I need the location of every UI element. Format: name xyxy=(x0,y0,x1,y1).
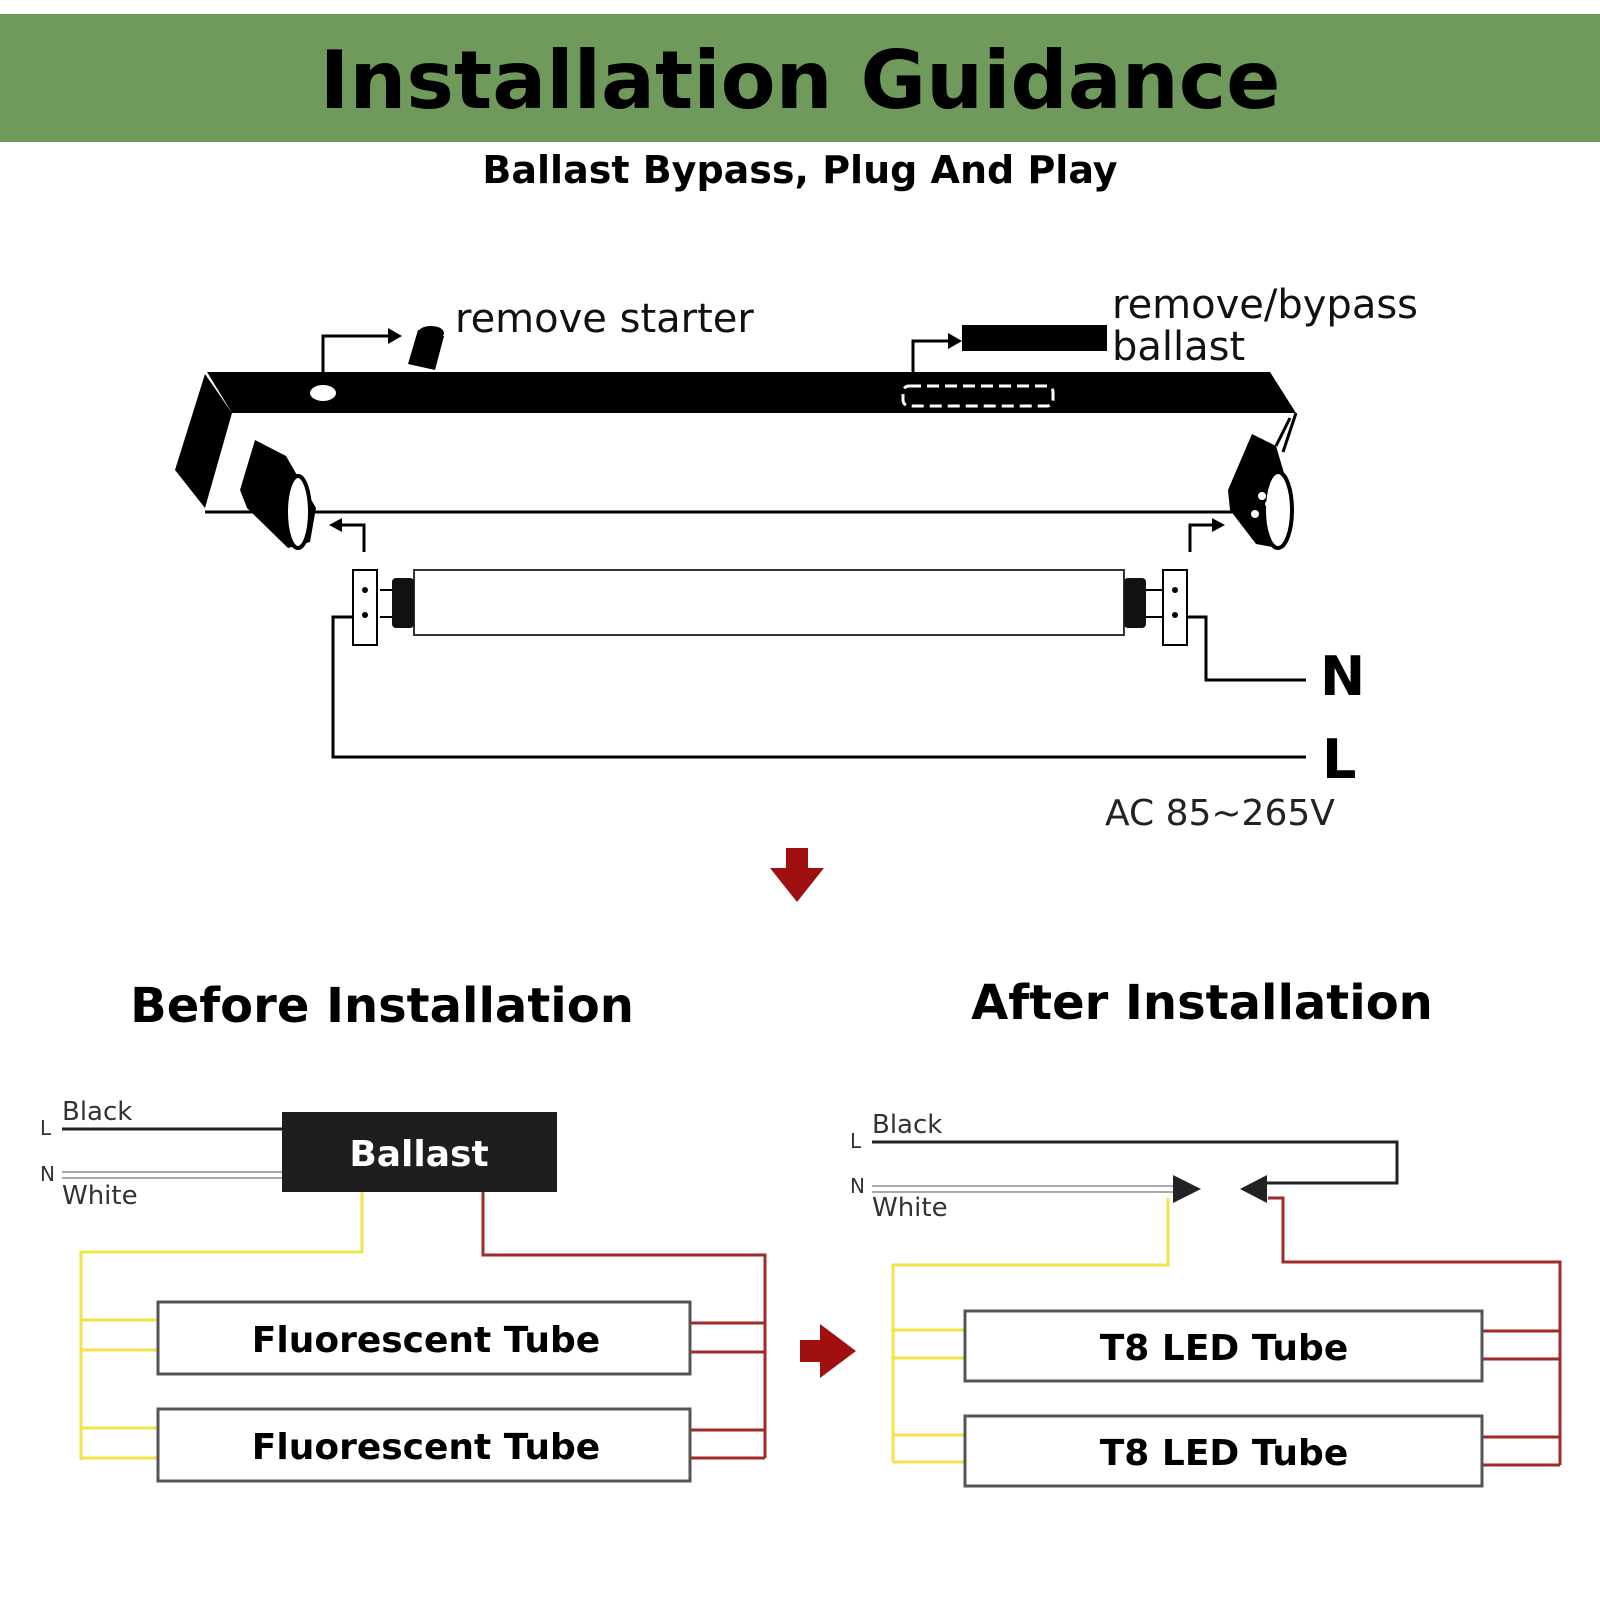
before-heading: Before Installation xyxy=(130,978,634,1034)
neutral-wire xyxy=(1187,615,1306,682)
live-wire xyxy=(331,615,1306,759)
fixture-top-bar xyxy=(207,372,1296,413)
tube-left-cap xyxy=(392,578,414,628)
starter-label: remove starter xyxy=(455,296,754,342)
before-black-label: Black xyxy=(62,1097,132,1127)
before-wiring-diagram: L N Black White Ballast Fluorescent Tube… xyxy=(40,1097,767,1483)
ballast-box xyxy=(282,1112,557,1192)
page-subtitle: Ballast Bypass, Plug And Play xyxy=(482,148,1117,192)
starter-hole xyxy=(308,383,338,403)
tube-right-cap xyxy=(1124,578,1146,628)
neutral-label: N xyxy=(1320,645,1365,708)
fluorescent-tube-1-label: Fluorescent Tube xyxy=(252,1320,600,1361)
led-tube xyxy=(413,569,1125,636)
after-n-label: N xyxy=(850,1174,865,1198)
after-black-wire xyxy=(872,1140,1399,1185)
starter-icon xyxy=(408,326,444,370)
before-n-label: N xyxy=(40,1162,55,1186)
led-tube-1 xyxy=(963,1309,1484,1383)
header-banner xyxy=(0,14,1600,142)
led-tube-2 xyxy=(963,1414,1484,1488)
fluorescent-tube-1 xyxy=(156,1300,692,1376)
page-title: Installation Guidance xyxy=(320,34,1281,127)
before-white-label: White xyxy=(62,1181,138,1211)
left-socket xyxy=(240,440,316,550)
ballast-label-line2: ballast xyxy=(1112,324,1245,370)
led-tube-1-label: T8 LED Tube xyxy=(1100,1328,1349,1369)
right-arrow-icon xyxy=(800,1324,856,1378)
after-heading: After Installation xyxy=(971,975,1433,1031)
right-socket xyxy=(1228,417,1294,550)
down-arrow-icon xyxy=(770,848,824,902)
after-white-label: White xyxy=(872,1193,948,1223)
live-label: L xyxy=(1322,728,1356,791)
led-tube-2-label: T8 LED Tube xyxy=(1100,1433,1349,1474)
ballast-removed-block xyxy=(962,325,1107,351)
ballast-outline xyxy=(901,384,1055,408)
voltage-label: AC 85~265V xyxy=(1105,793,1335,834)
right-terminal xyxy=(1162,569,1188,646)
left-terminal xyxy=(352,569,378,646)
fixture-diagram: remove starter remove/bypass ballast xyxy=(175,282,1418,834)
after-l-label: L xyxy=(850,1129,862,1153)
ballast-label-line1: remove/bypass xyxy=(1112,282,1418,328)
before-l-label: L xyxy=(40,1116,52,1140)
fixture-left-end xyxy=(175,374,232,508)
ballast-box-label: Ballast xyxy=(349,1134,488,1175)
fluorescent-tube-2-label: Fluorescent Tube xyxy=(252,1427,600,1468)
after-black-label: Black xyxy=(872,1110,942,1140)
after-wiring-diagram: L N Black White T8 LED Tube T8 LED Tube xyxy=(850,1110,1562,1488)
fluorescent-tube-2 xyxy=(156,1407,692,1483)
